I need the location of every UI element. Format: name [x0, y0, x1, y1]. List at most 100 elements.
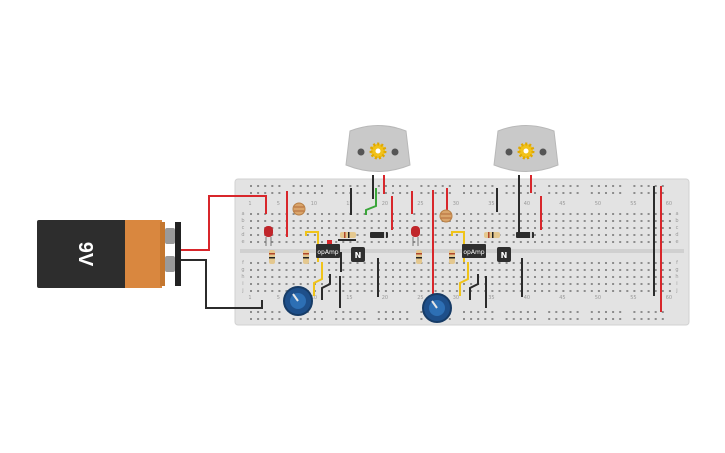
breadboard-hole	[257, 227, 260, 229]
breadboard-hole	[526, 311, 529, 313]
battery-9v[interactable]: 9V	[37, 220, 181, 288]
resistor-2[interactable]	[303, 250, 309, 264]
breadboard-hole	[299, 192, 302, 194]
led-1[interactable]	[264, 226, 273, 246]
breadboard-hole	[555, 192, 558, 194]
breadboard-hole	[541, 276, 544, 278]
diode-1[interactable]	[370, 232, 388, 238]
breadboard-hole	[562, 185, 565, 187]
breadboard-hole	[548, 311, 551, 313]
breadboard-hole	[321, 283, 323, 285]
breadboard-hole	[548, 234, 551, 236]
dc-motor-1[interactable]	[345, 125, 411, 172]
breadboard-hole	[583, 227, 586, 229]
breadboard-hole	[399, 220, 402, 222]
breadboard-hole	[406, 318, 409, 320]
breadboard-hole	[384, 192, 387, 194]
resistor-4[interactable]	[416, 250, 422, 264]
breadboard-hole	[470, 213, 473, 215]
breadboard-hole	[434, 290, 437, 292]
breadboard-hole	[619, 234, 622, 236]
photoresistor-1[interactable]	[292, 202, 306, 216]
breadboard-hole	[413, 262, 416, 264]
resistor-3[interactable]	[340, 232, 356, 238]
resistor-6[interactable]	[484, 232, 500, 238]
breadboard-hole	[406, 213, 409, 215]
breadboard-hole	[470, 290, 473, 292]
breadboard-hole	[597, 311, 600, 313]
breadboard-hole	[640, 283, 643, 285]
breadboard-hole	[406, 234, 409, 236]
dc-motor-2[interactable]	[493, 125, 559, 172]
breadboard-hole	[541, 241, 544, 243]
transistor-1[interactable]: N	[351, 247, 365, 262]
resistor-1[interactable]	[269, 250, 275, 264]
column-label: 5	[277, 201, 280, 207]
breadboard-hole	[278, 290, 281, 292]
breadboard-hole	[406, 262, 409, 264]
breadboard-hole	[441, 227, 444, 229]
breadboard-hole	[420, 241, 423, 243]
breadboard-hole	[597, 283, 600, 285]
breadboard-hole	[377, 311, 380, 313]
breadboard-hole	[399, 192, 402, 194]
breadboard-hole	[313, 269, 316, 271]
breadboard-hole	[328, 213, 331, 215]
breadboard-hole	[363, 290, 366, 292]
breadboard-hole	[612, 185, 615, 187]
breadboard-hole	[619, 227, 622, 229]
breadboard-hole	[264, 318, 267, 320]
breadboard-hole	[633, 269, 636, 271]
breadboard-hole	[299, 269, 302, 271]
breadboard-hole	[519, 311, 522, 313]
breadboard-hole	[640, 227, 643, 229]
breadboard-hole	[328, 234, 331, 236]
breadboard-hole	[548, 185, 551, 187]
breadboard-hole	[448, 185, 451, 187]
breadboard-hole	[661, 213, 664, 215]
breadboard-hole	[619, 283, 622, 285]
breadboard-hole	[590, 185, 593, 187]
breadboard-hole	[470, 185, 473, 187]
breadboard-hole	[534, 290, 536, 292]
breadboard-hole	[583, 213, 586, 215]
breadboard-hole	[583, 241, 586, 243]
opamp-chip-1[interactable]: opAmp	[316, 240, 340, 258]
photoresistor-2[interactable]	[439, 209, 453, 223]
breadboard-hole	[427, 234, 430, 236]
breadboard-hole	[576, 290, 579, 292]
breadboard-hole	[605, 311, 607, 313]
breadboard-hole	[534, 262, 536, 264]
breadboard-hole	[335, 318, 338, 320]
breadboard-hole	[399, 241, 402, 243]
breadboard-hole	[605, 290, 607, 292]
breadboard-hole	[562, 269, 565, 271]
column-label: 20	[382, 201, 388, 207]
breadboard-hole	[534, 185, 536, 187]
breadboard-hole	[612, 241, 615, 243]
column-label: 5	[277, 295, 280, 301]
transistor-2[interactable]: N	[497, 247, 511, 262]
breadboard-hole	[668, 290, 671, 292]
breadboard-hole	[541, 290, 544, 292]
breadboard-hole	[455, 262, 458, 264]
breadboard-hole	[313, 311, 316, 313]
resistor-5[interactable]	[449, 250, 455, 264]
breadboard-hole	[590, 227, 593, 229]
led-2[interactable]	[411, 226, 420, 246]
breadboard-hole	[633, 276, 636, 278]
breadboard-hole	[349, 318, 352, 320]
breadboard-hole	[370, 262, 373, 264]
breadboard-hole	[484, 213, 487, 215]
potentiometer-1[interactable]	[283, 286, 313, 316]
breadboard-hole	[399, 262, 402, 264]
breadboard-hole	[562, 241, 565, 243]
column-label: 55	[630, 201, 636, 207]
breadboard-hole	[576, 269, 579, 271]
potentiometer-2[interactable]	[422, 293, 452, 323]
breadboard-hole	[285, 276, 288, 278]
diode-2[interactable]	[516, 232, 534, 238]
breadboard-hole	[250, 213, 252, 215]
breadboard-hole	[384, 318, 387, 320]
opamp-chip-2[interactable]: opAmp	[462, 244, 486, 258]
